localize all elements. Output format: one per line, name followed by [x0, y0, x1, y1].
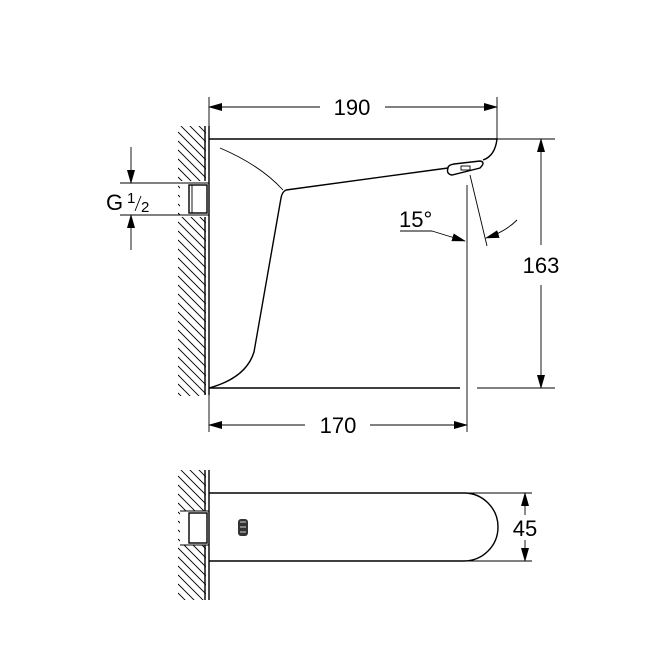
hatch-line [178, 96, 206, 124]
hatch-line [178, 574, 204, 600]
sensor-outlet [446, 160, 484, 176]
dimension-163: 163 [497, 138, 560, 389]
wall-hatching-top [178, 440, 210, 650]
hatch-line [180, 470, 206, 496]
thread-label-g: G [106, 190, 123, 215]
hatch-line [189, 126, 206, 143]
thread-numerator: 1 [127, 190, 135, 207]
dimension-label-45: 45 [513, 516, 537, 541]
hatch-line [178, 547, 206, 577]
dimension-label-163: 163 [523, 253, 560, 278]
hatch-line [178, 402, 206, 430]
faucet-top-view [209, 492, 499, 562]
hatch-line [178, 411, 206, 439]
hatch-line [178, 338, 206, 368]
hatch-line [178, 221, 206, 251]
hatch-line [178, 602, 206, 630]
dimension-label-190: 190 [334, 95, 371, 120]
hatch-line [178, 475, 206, 505]
hatch-line [178, 230, 206, 260]
wall-hatching-side [178, 96, 210, 448]
hatch-line [178, 420, 206, 448]
dimension-45: 45 [464, 492, 537, 562]
hatch-line [178, 356, 206, 386]
grohe-logo [238, 519, 248, 536]
hatch-line [178, 484, 206, 514]
hatch-line [178, 629, 206, 650]
hatch-line [198, 126, 206, 134]
hatch-line [178, 293, 206, 323]
hatch-line [178, 611, 206, 639]
hatch-line [178, 311, 206, 341]
hatch-line [178, 212, 206, 242]
spray-angle-dimension: 15° [399, 174, 518, 432]
hatch-line [178, 275, 206, 305]
hatch-line [189, 470, 206, 487]
hatch-line [178, 374, 200, 396]
dimension-170: 170 [208, 395, 468, 438]
hatch-line [178, 248, 206, 278]
hatch-line [178, 440, 206, 468]
hatch-line [178, 302, 206, 332]
hatch-line [178, 592, 186, 600]
angle-label: 15° [399, 207, 432, 232]
hatch-line [178, 239, 206, 269]
hatch-line [178, 284, 206, 314]
hatch-line [178, 365, 206, 395]
dimension-190: 190 [208, 95, 498, 139]
hatch-line [178, 347, 206, 377]
hatch-line [178, 149, 206, 179]
dimension-label-170: 170 [320, 413, 357, 438]
hatch-line [178, 266, 206, 296]
faucet-side-view [208, 138, 555, 389]
hatch-line [178, 329, 206, 359]
hatch-line [178, 131, 206, 161]
hatch-line [178, 392, 182, 396]
hatch-line [178, 320, 206, 350]
thread-denominator: 2 [141, 199, 149, 216]
thread-dimension: G 1 2 [106, 147, 149, 250]
hatch-line [178, 257, 206, 287]
hatch-line [178, 556, 206, 586]
hatch-line [178, 565, 206, 595]
hatch-line [178, 383, 191, 396]
hatch-line [178, 140, 206, 170]
hatch-line [178, 620, 206, 648]
hatch-line [178, 583, 195, 600]
hatch-line [180, 126, 206, 152]
hatch-line [198, 470, 206, 478]
